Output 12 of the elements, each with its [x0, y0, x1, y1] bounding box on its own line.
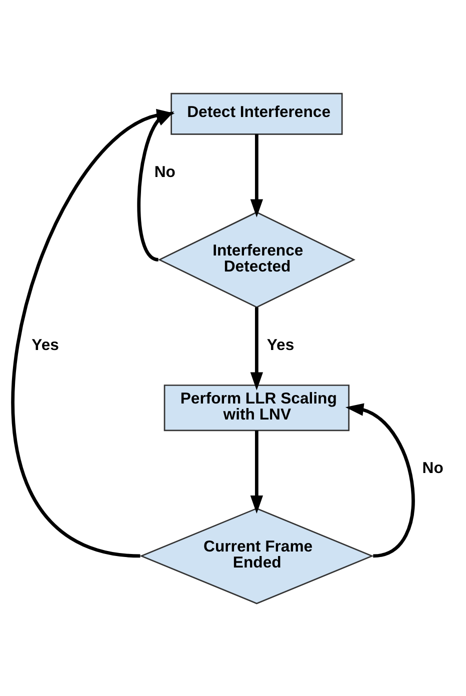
edge-label: No — [154, 163, 176, 180]
node-box: Detect Interference — [170, 92, 343, 134]
edge-label: No — [422, 460, 444, 477]
node-box: Perform LLR Scaling with LNV — [164, 384, 350, 431]
arrow — [345, 402, 415, 558]
arrow — [250, 430, 264, 514]
arrow — [250, 134, 264, 217]
node-diamond: Interference Detected — [158, 211, 356, 308]
node-diamond: Current Frame Ended — [140, 507, 374, 604]
edge-label: Yes — [266, 336, 294, 354]
arrow — [250, 306, 264, 390]
edge-label: Yes — [32, 336, 59, 354]
